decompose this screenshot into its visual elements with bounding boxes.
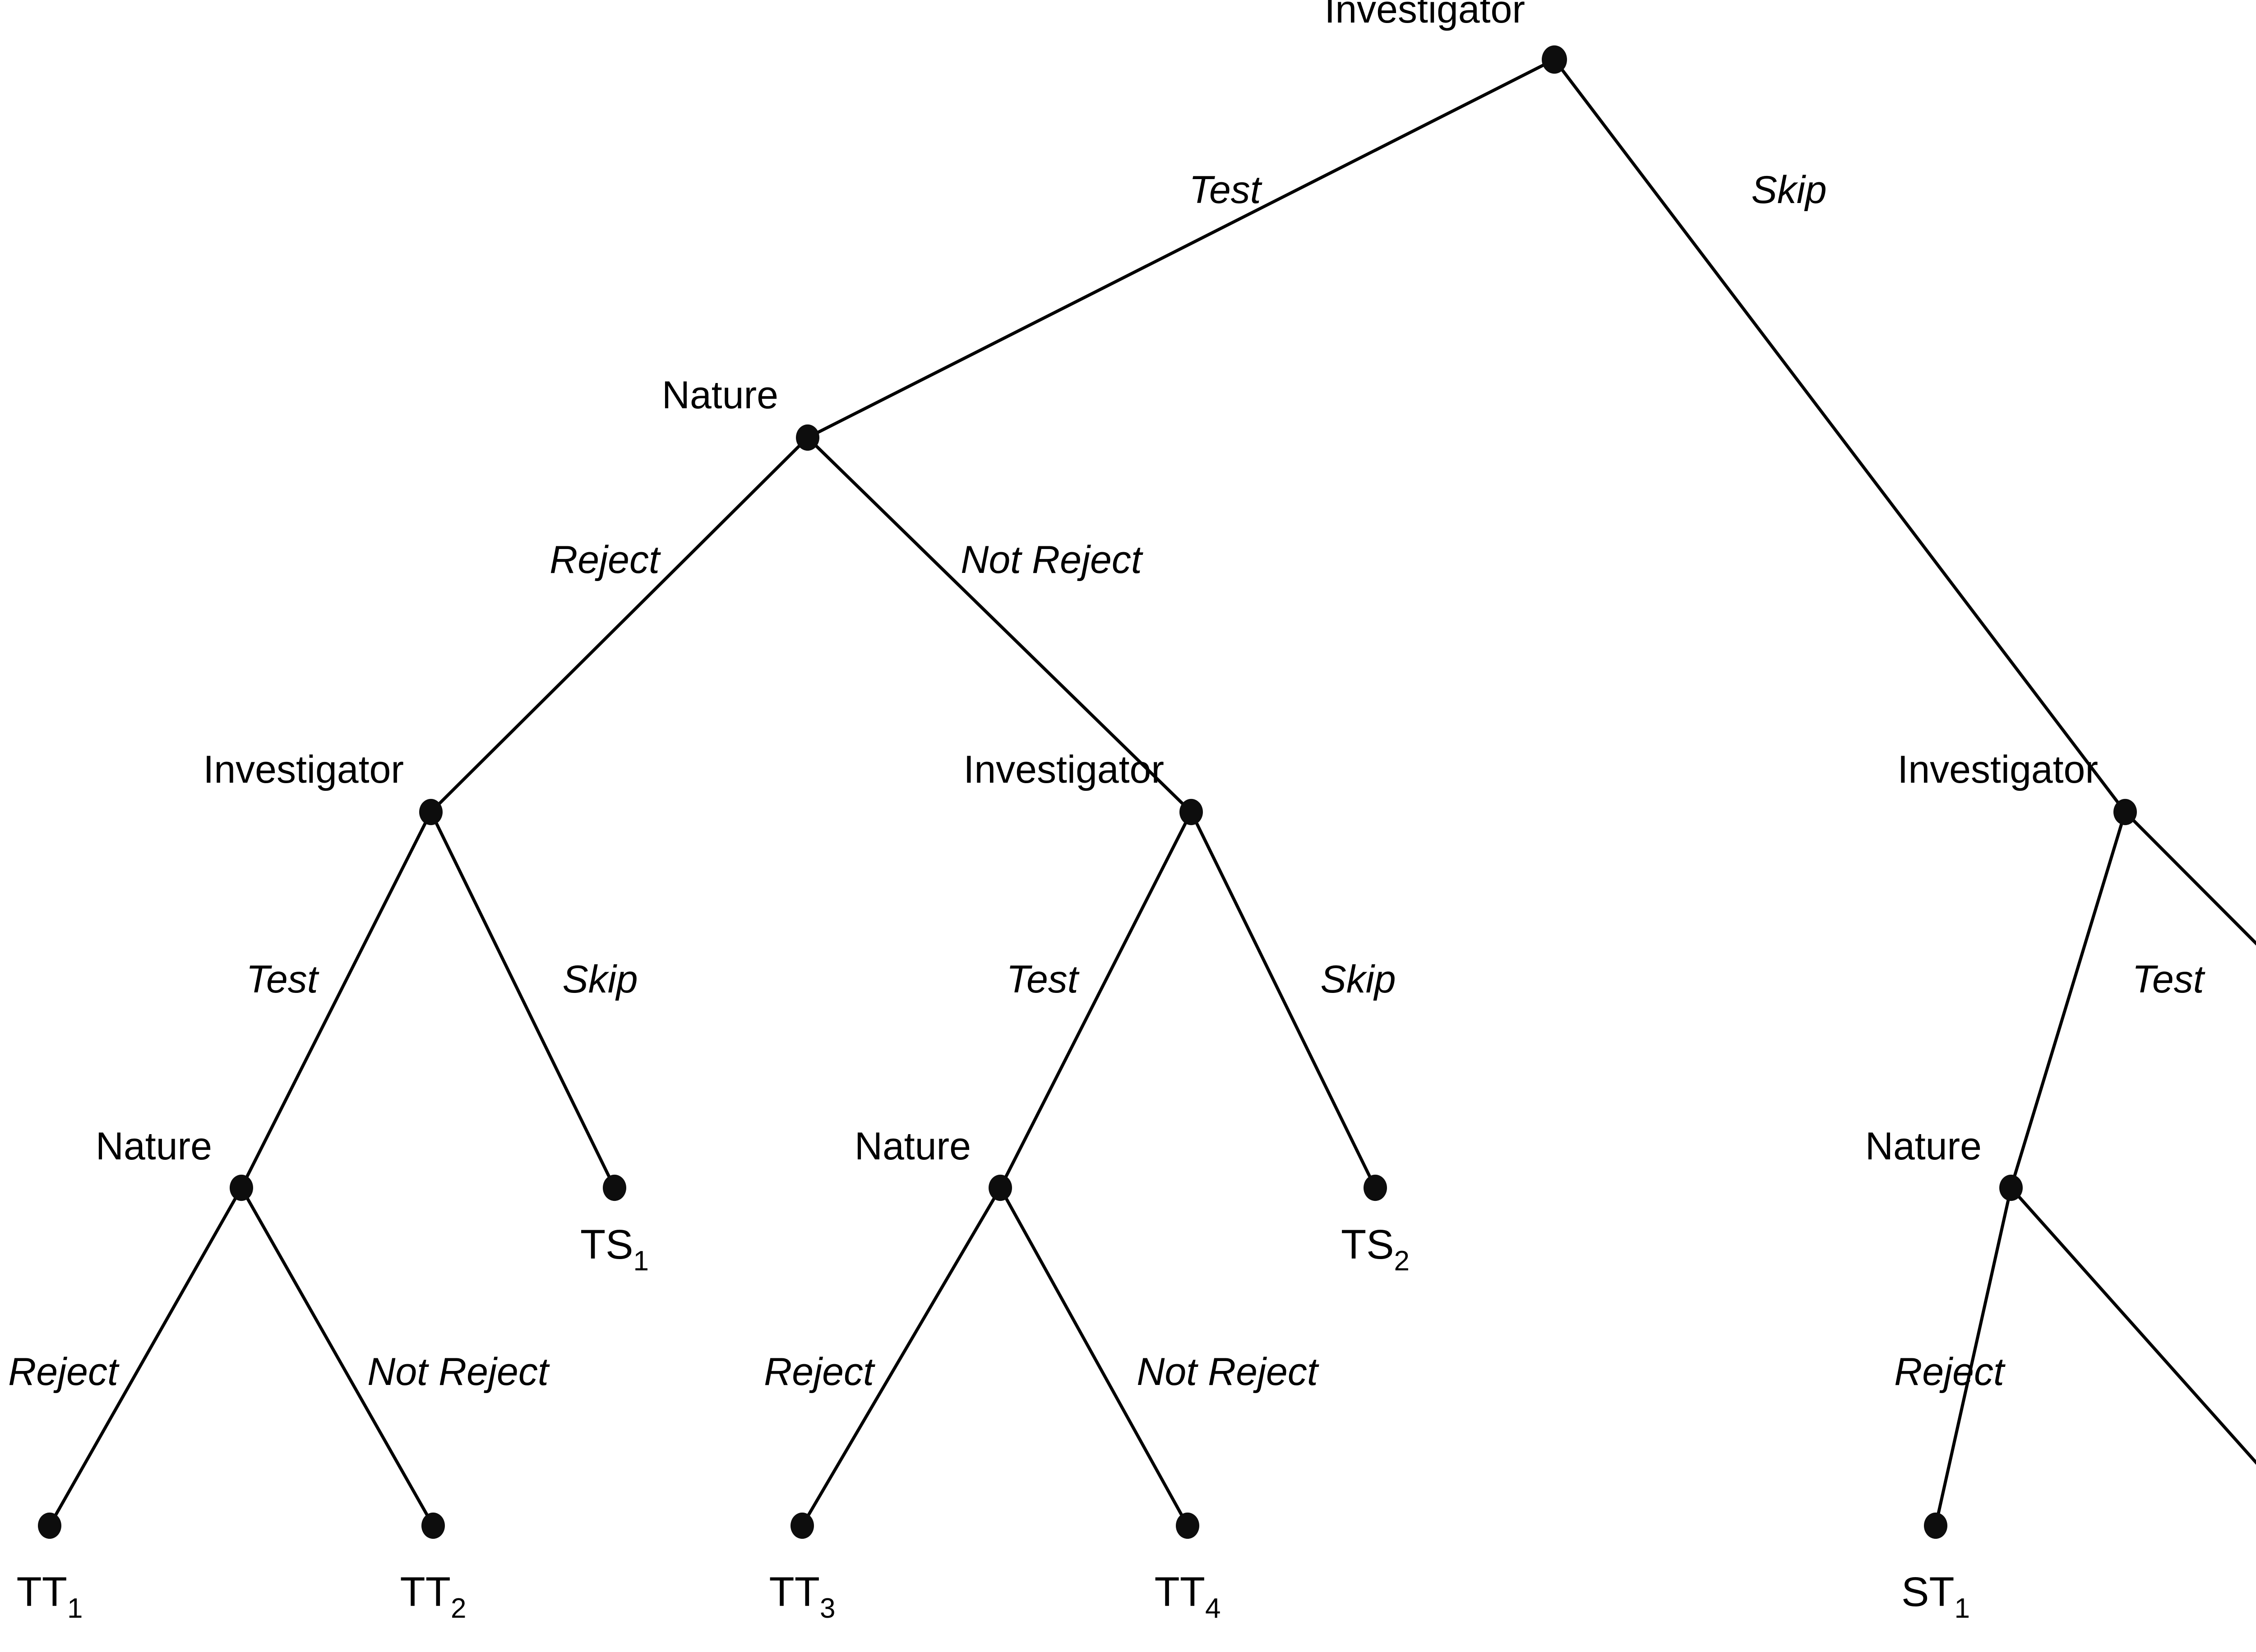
tree-edge-root-to-n1: [806, 58, 1556, 439]
edge-label-e-il-test: Test: [246, 958, 319, 1001]
edge-label-e-nl-rej: Reject: [8, 1350, 120, 1394]
terminal-label-subscript: 2: [451, 1593, 466, 1624]
terminal-label-st1: ST1: [1901, 1569, 1970, 1624]
edge-label-e-n1-nrej: Not Reject: [961, 538, 1143, 581]
terminal-label-base: TT: [17, 1569, 67, 1615]
edge-label-e-n1-rej: Reject: [550, 538, 661, 581]
edge-label-e-ir-test: Test: [2132, 958, 2205, 1001]
tree-edge-n_l-to-tt1: [48, 1186, 243, 1527]
tree-edge-i_r-to-ss1: [2123, 810, 2256, 946]
nodes-layer: [38, 45, 2137, 1539]
tree-node-i_r[interactable]: [2113, 798, 2137, 826]
edge-label-e-root-skip: Skip: [1751, 168, 1826, 212]
tree-node-tt3[interactable]: [791, 1512, 814, 1539]
terminal-label-base: TT: [769, 1569, 820, 1615]
tree-edge-root-to-i_r: [1553, 58, 2127, 814]
edge-label-e-im-test: Test: [1006, 958, 1079, 1001]
edges-layer: [48, 58, 2256, 1527]
terminal-label-subscript: 1: [633, 1246, 649, 1277]
tree-node-n_l[interactable]: [230, 1174, 253, 1201]
tree-edge-i_m-to-ts2: [1189, 810, 1377, 1190]
tree-edge-n1-to-i_m: [806, 436, 1193, 814]
tree-node-n_m[interactable]: [989, 1174, 1012, 1201]
player-label-n_m: Nature: [855, 1125, 971, 1168]
tree-edge-i_m-to-n_m: [999, 810, 1193, 1190]
terminal-label-subscript: 1: [67, 1593, 83, 1624]
terminal-label-subscript: 3: [820, 1593, 835, 1624]
edge-label-e-im-skip: Skip: [1320, 958, 1396, 1001]
terminal-label-base: TT: [1155, 1569, 1205, 1615]
tree-edge-n_l-to-tt2: [240, 1186, 435, 1527]
tree-edge-i_l-to-n_l: [240, 810, 433, 1190]
tree-node-tt1[interactable]: [38, 1512, 61, 1539]
terminal-label-base: ST: [1901, 1569, 1955, 1615]
player-label-i_m: Investigator: [963, 748, 1164, 791]
tree-node-i_l[interactable]: [419, 798, 443, 826]
player-label-n_l: Nature: [96, 1125, 212, 1168]
tree-edge-n_m-to-tt4: [999, 1186, 1189, 1527]
edge-label-e-root-test: Test: [1189, 168, 1262, 212]
tree-node-root[interactable]: [1542, 45, 1567, 74]
terminal-label-tt2: TT2: [400, 1569, 467, 1624]
tree-node-i_m[interactable]: [1179, 798, 1203, 826]
terminal-label-base: TT: [400, 1569, 451, 1615]
tree-edge-i_r-to-n_r: [2009, 810, 2127, 1190]
tree-node-ts2[interactable]: [1364, 1174, 1387, 1201]
player-label-i_l: Investigator: [203, 748, 404, 791]
tree-node-n1[interactable]: [796, 424, 819, 451]
terminal-label-ts1: TS1: [580, 1222, 649, 1277]
terminal-label-subscript: 1: [1955, 1593, 1970, 1624]
tree-edge-n_r-to-st2: [2009, 1186, 2256, 1465]
player-label-n1: Nature: [662, 374, 778, 417]
tree-edge-n_m-to-tt3: [800, 1186, 1002, 1527]
terminal-label-base: TS: [580, 1222, 633, 1268]
edge-label-e-nm-nrej: Not Reject: [1137, 1350, 1319, 1394]
edge-label-e-il-skip: Skip: [562, 958, 638, 1001]
terminal-label-subscript: 2: [1394, 1246, 1410, 1277]
terminal-label-tt1: TT1: [17, 1569, 83, 1624]
terminal-label-tt3: TT3: [769, 1569, 836, 1624]
edge-label-e-nl-nrej: Not Reject: [367, 1350, 550, 1394]
player-label-i_r: Investigator: [1897, 748, 2098, 791]
terminal-label-base: TS: [1341, 1222, 1394, 1268]
tree-node-st1[interactable]: [1924, 1512, 1947, 1539]
tree-node-n_r[interactable]: [1999, 1174, 2023, 1201]
tree-node-ts1[interactable]: [603, 1174, 626, 1201]
terminal-label-tt4: TT4: [1155, 1569, 1221, 1624]
terminal-label-subscript: 4: [1205, 1593, 1220, 1624]
edge-label-e-nm-rej: Reject: [764, 1350, 875, 1394]
tree-node-tt4[interactable]: [1176, 1512, 1199, 1539]
player-label-root: Investigator: [1324, 0, 1525, 31]
tree-edge-i_l-to-ts1: [429, 810, 616, 1190]
tree-edge-n1-to-i_l: [429, 436, 809, 814]
player-label-n_r: Nature: [1865, 1125, 1982, 1168]
tree-edge-n_r-to-st1: [1934, 1186, 2013, 1527]
edge-label-e-nr-rej: Reject: [1894, 1350, 2006, 1394]
tree-node-tt2[interactable]: [421, 1512, 445, 1539]
terminal-label-ts2: TS2: [1341, 1222, 1410, 1277]
